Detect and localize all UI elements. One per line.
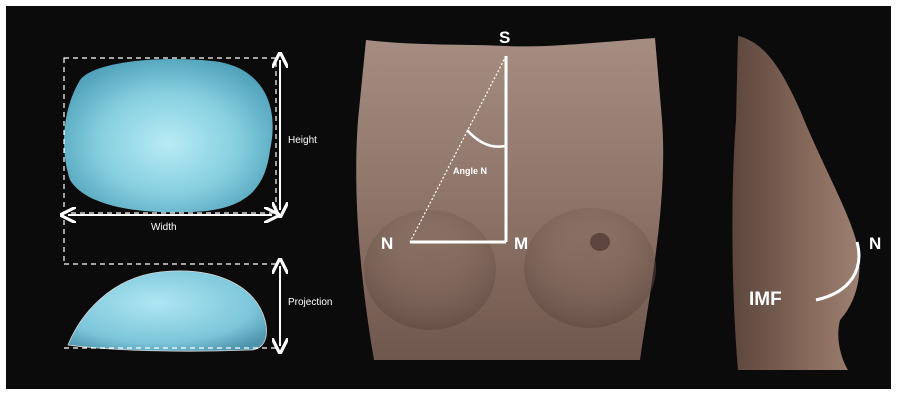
projection-label: Projection	[288, 297, 332, 308]
width-label: Width	[151, 222, 177, 233]
breast-model-top-view	[64, 59, 273, 212]
torso-side-view	[732, 36, 859, 370]
point-n-label: N	[381, 234, 393, 253]
point-m-label: M	[514, 234, 528, 253]
torso-front-view	[356, 38, 663, 360]
angle-n-label: Angle N	[453, 166, 487, 176]
breast-model-side-view	[68, 271, 267, 351]
nipple-right	[590, 233, 610, 251]
point-s-label: S	[499, 28, 510, 47]
side-point-n-label: N	[869, 234, 881, 253]
height-label: Height	[288, 135, 317, 146]
imf-label: IMF	[749, 289, 782, 310]
